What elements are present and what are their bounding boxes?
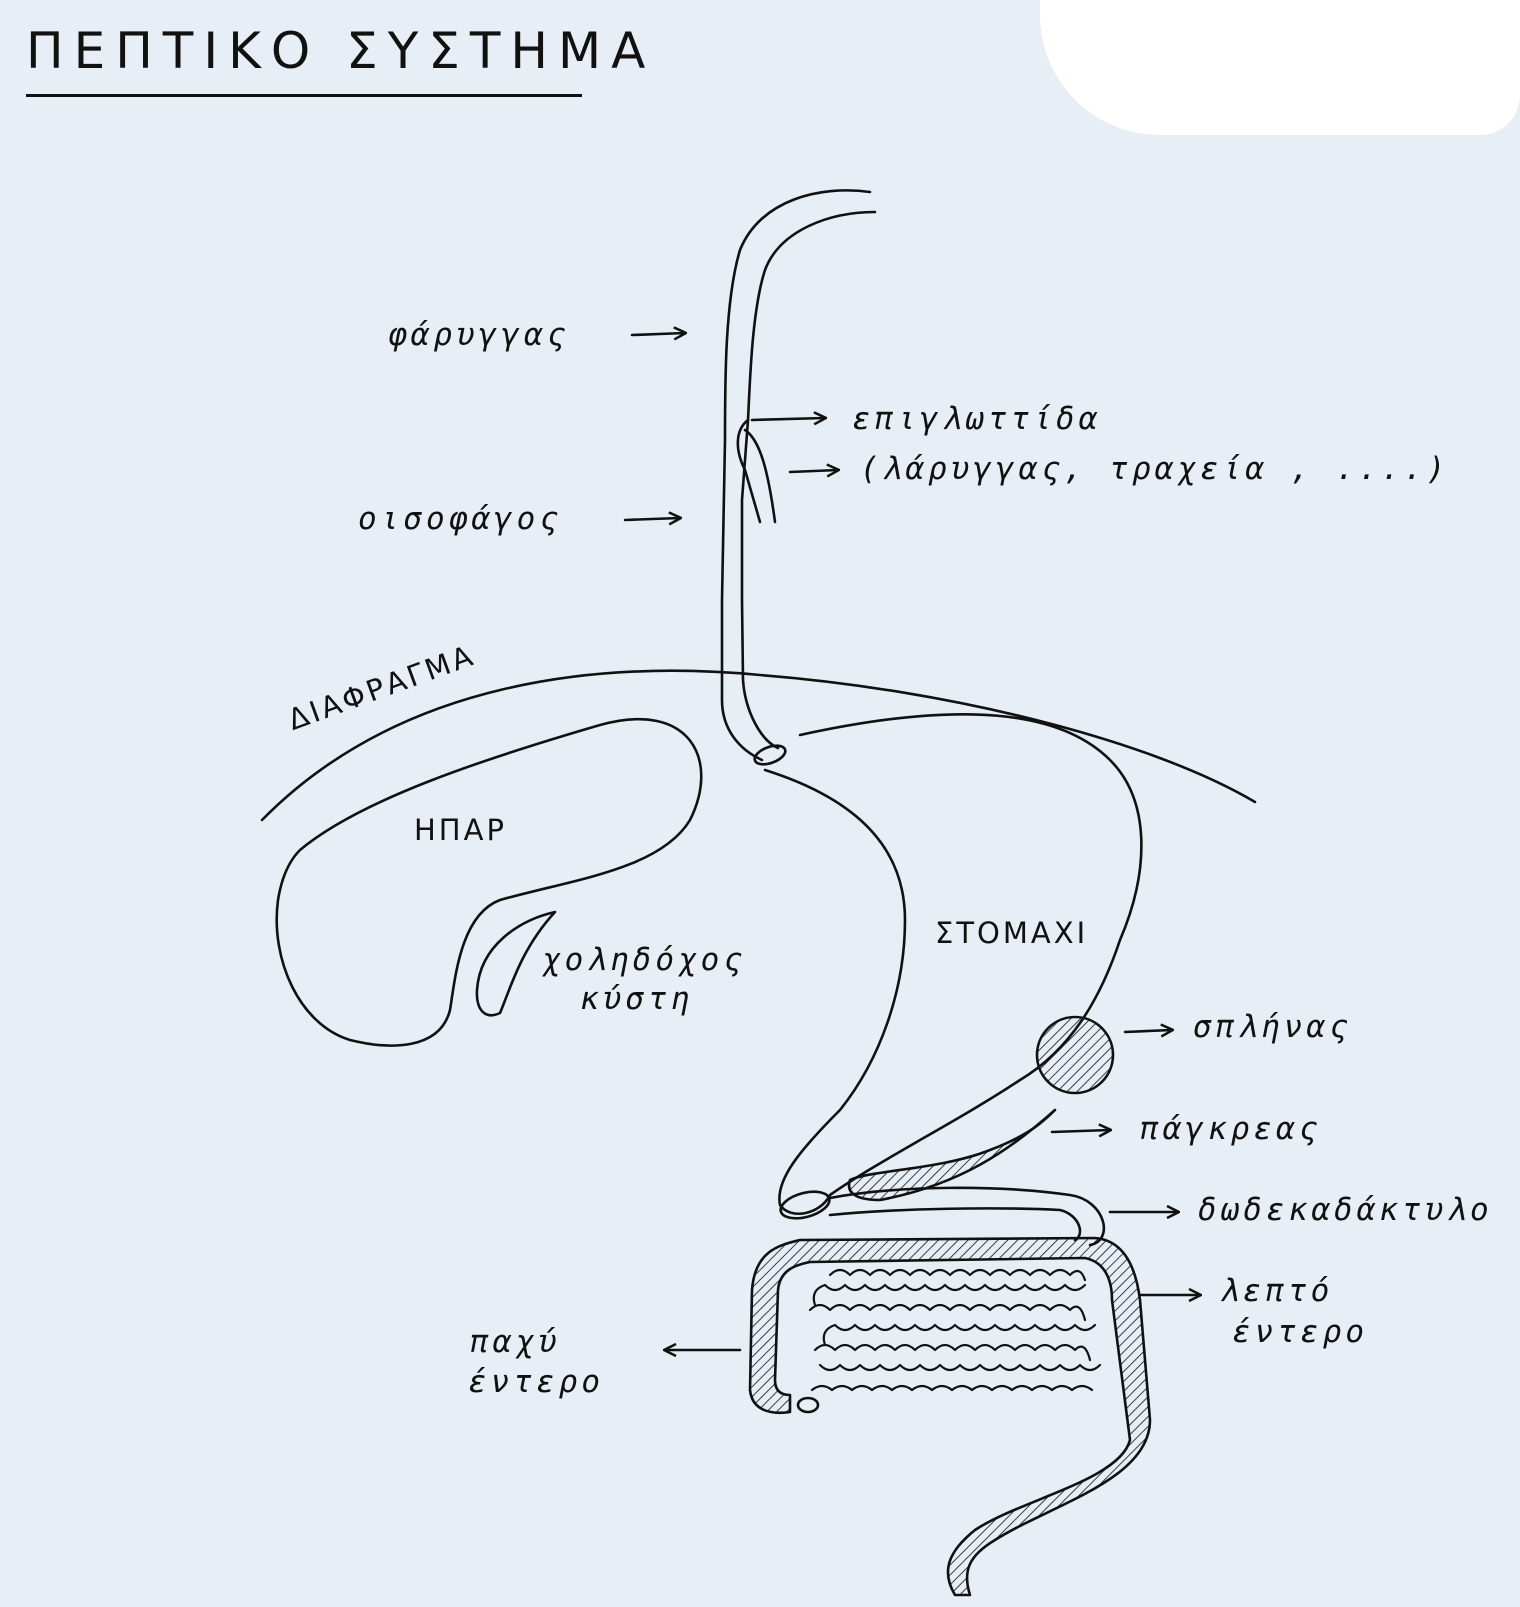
label-gallbladder-2: κύστη bbox=[580, 981, 694, 1017]
gallbladder-outline bbox=[475, 910, 557, 1017]
label-small-intestine-2: έντερο bbox=[1232, 1314, 1368, 1350]
pylorus bbox=[779, 1190, 831, 1220]
label-esophagus: οισοφάγος bbox=[358, 501, 562, 537]
stomach-outline bbox=[763, 713, 1143, 1215]
small-intestine-coils bbox=[808, 1268, 1102, 1392]
arrow-pharynx bbox=[630, 333, 685, 335]
label-gallbladder-1: χοληδόχος bbox=[542, 942, 746, 978]
arrow-esophagus bbox=[623, 518, 680, 520]
label-stomach: ΣΤΟΜΑΧΙ bbox=[935, 916, 1089, 950]
arrow-pancreas bbox=[1050, 1130, 1110, 1132]
appendix bbox=[796, 1396, 820, 1414]
arrow-spleen bbox=[1123, 1030, 1172, 1032]
liver-outline bbox=[275, 718, 703, 1047]
spleen bbox=[1035, 1015, 1115, 1095]
label-spleen: σπλήνας bbox=[1193, 1009, 1352, 1045]
large-intestine bbox=[748, 1236, 1152, 1597]
label-liver: ΗΠΑΡ bbox=[414, 813, 507, 847]
diaphragm-line bbox=[260, 669, 1257, 822]
label-large-intestine-1: παχύ bbox=[470, 1324, 561, 1360]
arrow-larynx bbox=[788, 470, 838, 472]
arrow-epiglottis bbox=[750, 418, 825, 420]
label-epiglottis: επιγλωττίδα bbox=[852, 401, 1102, 437]
pharynx-outer-wall bbox=[720, 189, 872, 762]
white-smudge bbox=[1040, 0, 1520, 135]
pharynx-inner-wall bbox=[740, 210, 877, 750]
label-pancreas: πάγκρεας bbox=[1140, 1111, 1322, 1147]
cardiac-sphincter bbox=[753, 744, 787, 766]
page-title: ΠΕΠΤΙΚΟ ΣΥΣΤΗΜΑ bbox=[26, 22, 645, 97]
duodenum-lower bbox=[828, 1207, 1082, 1242]
trachea-branch bbox=[743, 428, 777, 524]
label-small-intestine-1: λεπτό bbox=[1220, 1273, 1334, 1309]
pancreas bbox=[847, 1108, 1057, 1202]
epiglottis-branch bbox=[736, 418, 762, 524]
label-large-intestine-2: έντερο bbox=[468, 1364, 604, 1400]
label-larynx: (λάρυγγας, τραχεία , ....) bbox=[860, 451, 1450, 487]
label-pharynx: φάρυγγας bbox=[388, 317, 570, 353]
label-duodenum: δωδεκαδάκτυλο bbox=[1198, 1192, 1493, 1228]
